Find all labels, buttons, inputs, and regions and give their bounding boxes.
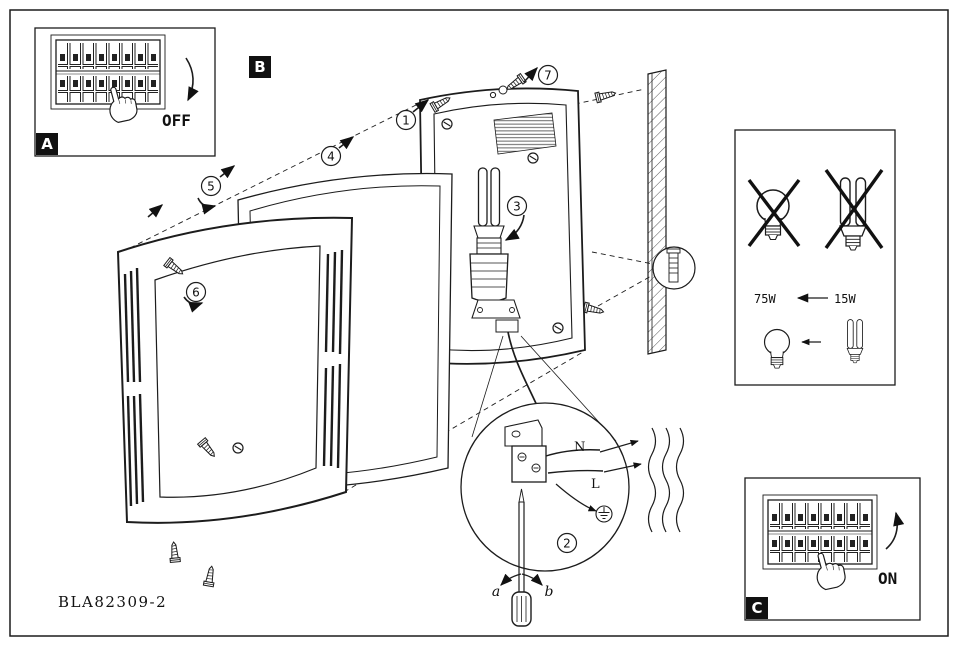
rotation-arrow-b-icon xyxy=(521,573,543,586)
bulb-and-socket xyxy=(469,167,521,333)
badge-b-label: B xyxy=(254,58,265,76)
turn-on-arrow-icon xyxy=(885,511,905,550)
bulb-panel-frame xyxy=(734,129,896,386)
prohibition-cross-icon xyxy=(824,169,884,249)
live-wire xyxy=(547,469,604,474)
cable-wires xyxy=(647,427,685,533)
step-marker-6: 6 xyxy=(185,281,207,303)
step-marker-4: 4 xyxy=(320,145,342,167)
power-on-label: ON xyxy=(878,569,897,588)
cable-gland xyxy=(495,319,519,333)
prohibition-cross-icon xyxy=(747,178,801,248)
wall-section xyxy=(647,69,667,355)
badge-a-label: A xyxy=(41,135,53,153)
inset-power-off: OFF A xyxy=(34,27,216,157)
ground-symbol-icon xyxy=(595,505,613,523)
housing-screw-icon xyxy=(552,322,564,334)
badge-c-label: C xyxy=(751,599,762,617)
turn-off-arrow-icon xyxy=(185,57,199,102)
breaker-panel-off-icon xyxy=(50,34,166,110)
wattage-incandescent-label: 75W xyxy=(754,292,776,306)
wall-plug-icon xyxy=(668,252,679,283)
step-number-6: 6 xyxy=(192,286,200,300)
wiring-detail: N L a b 2 xyxy=(460,402,685,627)
exploded-view: 1 3 4 5 6 7 xyxy=(116,64,696,588)
rotation-arrow-a-icon xyxy=(500,573,522,586)
step-number-1: 1 xyxy=(402,114,410,128)
neutral-wire xyxy=(545,449,601,457)
turn-direction-b-label: b xyxy=(545,584,554,600)
step-number-2: 2 xyxy=(563,537,571,551)
assembly-arrows xyxy=(147,66,538,313)
earth-wire xyxy=(555,483,597,512)
step-marker-2: 2 xyxy=(556,532,578,554)
washer-icon xyxy=(489,91,497,99)
part-number-label: BLA82309-2 xyxy=(58,593,167,611)
step-marker-5: 5 xyxy=(200,175,222,197)
housing-screw-icon xyxy=(441,118,453,130)
louver-slats xyxy=(123,249,344,507)
live-label: L xyxy=(591,477,600,492)
turn-direction-a-label: a xyxy=(492,584,500,600)
anchor-collar xyxy=(666,248,681,254)
neutral-label: N xyxy=(574,440,585,455)
screwdriver-icon xyxy=(511,488,532,627)
section-badge-a: A xyxy=(36,133,58,155)
power-off-label: OFF xyxy=(162,111,191,130)
step-marker-1: 1 xyxy=(395,109,417,131)
section-badge-b: B xyxy=(249,56,271,78)
step-marker-7: 7 xyxy=(537,64,559,86)
cover-screw-icon xyxy=(232,442,244,454)
inset-power-on: ON C xyxy=(744,477,921,621)
vent-grille xyxy=(493,112,557,155)
mounting-bracket xyxy=(504,419,543,447)
step-number-3: 3 xyxy=(513,200,521,214)
washer-icon xyxy=(498,85,508,95)
lamp-housing xyxy=(419,73,586,365)
step-number-4: 4 xyxy=(327,150,335,164)
step-number-7: 7 xyxy=(544,69,552,83)
section-badge-c: C xyxy=(746,597,768,619)
wall-anchor-detail xyxy=(652,246,696,290)
wattage-cfl-label: 15W xyxy=(834,292,856,306)
mains-cable xyxy=(507,331,540,411)
front-cover xyxy=(116,216,354,588)
terminal-block xyxy=(511,445,547,483)
housing-screw-icon xyxy=(527,152,539,164)
step-number-5: 5 xyxy=(207,180,215,194)
bulb-warning-panel: 75W 15W xyxy=(734,129,896,386)
step-marker-3: 3 xyxy=(506,195,528,217)
